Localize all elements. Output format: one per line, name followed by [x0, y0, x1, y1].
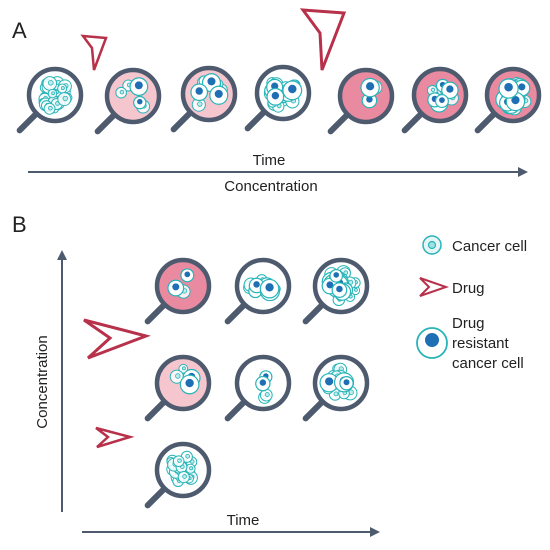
- resistant-cell: [129, 77, 149, 97]
- legend-drug-label: Drug: [452, 280, 485, 297]
- magnifier-handle: [474, 111, 497, 134]
- magnifier-lens: [16, 66, 84, 134]
- resistant-cell: [282, 80, 303, 101]
- magnifier-lens: [244, 64, 312, 132]
- cancer-cell: [178, 363, 189, 374]
- magnifier-handle: [144, 302, 167, 325]
- drug-icon: [419, 277, 450, 297]
- drug-icon: [299, 8, 347, 71]
- panel-a-time-label: Time: [253, 152, 286, 169]
- panel-a-letter: A: [12, 18, 27, 43]
- magnifier-lens: [144, 257, 212, 325]
- magnifier-handle: [244, 109, 267, 132]
- cancer-cell: [115, 86, 127, 99]
- drug-icon: [83, 318, 151, 360]
- cancer-cell: [47, 88, 58, 99]
- magnifier-lens: [170, 65, 238, 133]
- resistant-cell: [167, 279, 185, 297]
- magnifier-lens: [327, 67, 395, 135]
- magnifier-handle: [170, 110, 193, 133]
- magnifier-lens: [302, 257, 370, 325]
- magnifier-lens: [144, 441, 212, 509]
- cancer-cell: [191, 97, 206, 112]
- panel-b-grid: [144, 257, 370, 509]
- magnifier-lens: [224, 354, 292, 422]
- cancer-cell: [259, 388, 273, 402]
- resistant-cell: [255, 375, 271, 392]
- resistant-cell: [209, 85, 229, 105]
- magnifier-lens: [474, 66, 542, 134]
- magnifier-lens: [401, 66, 469, 134]
- resistant-cell: [179, 374, 200, 395]
- panel-a-concentration-label: Concentration: [224, 178, 317, 195]
- cancer-cell: [57, 83, 68, 94]
- panel-a-sequence: [16, 64, 542, 135]
- legend-resistant-line3: cancer cell: [452, 355, 524, 372]
- magnifier-handle: [94, 112, 117, 135]
- cancer-cell: [57, 92, 72, 107]
- resistant-cell: [339, 376, 354, 391]
- magnifier-handle: [224, 302, 247, 325]
- magnifier-lens: [224, 257, 292, 325]
- cancer-cell: [43, 102, 56, 115]
- drug-icon: [80, 34, 108, 71]
- cancer-cell: [42, 76, 58, 91]
- magnifier-handle: [327, 112, 350, 135]
- magnifier-handle: [302, 399, 325, 422]
- panel-b-letter: B: [12, 212, 27, 237]
- panel-b-concentration-label: Concentration: [34, 335, 51, 428]
- magnifier-glass: [104, 67, 162, 125]
- resistant-cell: [133, 95, 147, 110]
- magnifier-handle: [144, 399, 167, 422]
- resistant-cell: [180, 268, 195, 283]
- resistant-cell: [266, 87, 285, 106]
- resistant-cell: [331, 282, 348, 298]
- legend-resistant-line1: Drug: [452, 315, 485, 332]
- drug-icon: [95, 426, 135, 449]
- legend-resistant-line2: resistant: [452, 335, 510, 352]
- resistant-cell: [190, 83, 209, 102]
- magnifier-handle: [401, 111, 424, 134]
- legend-cancer-cell-label: Cancer cell: [452, 238, 527, 255]
- magnifier-handle: [302, 302, 325, 325]
- resistant-cell: [441, 81, 459, 100]
- resistant-cell: [360, 77, 380, 98]
- magnifier-handle: [16, 111, 39, 134]
- resistant-cell: [259, 278, 280, 299]
- magnifier-lens: [94, 67, 162, 135]
- magnifier-handle: [144, 486, 167, 509]
- magnifier-handle: [224, 399, 247, 422]
- cancer-cell-icon: [422, 235, 442, 255]
- legend: Cancer cell Drug Drug resistant cancer c…: [416, 235, 527, 372]
- resistant-cell: [319, 373, 339, 393]
- resistant-cell: [329, 269, 344, 283]
- resistant-cell: [498, 78, 519, 99]
- resistant-cell: [434, 94, 449, 109]
- cancer-cell: [172, 455, 185, 467]
- cancer-cell: [177, 470, 190, 484]
- panel-b-time-label: Time: [227, 512, 260, 529]
- resistant-cell-icon: [416, 327, 448, 359]
- magnifier-lens: [302, 354, 370, 422]
- magnifier-lens: [144, 354, 212, 422]
- cancer-cell: [185, 463, 196, 474]
